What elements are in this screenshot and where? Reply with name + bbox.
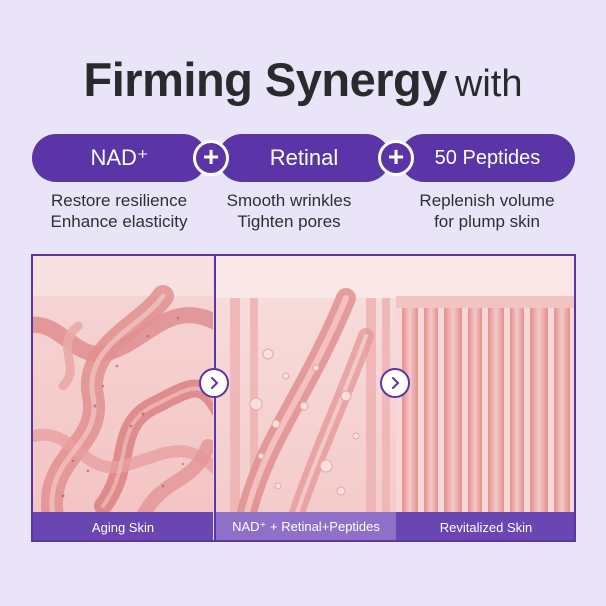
ingredient-pill-nad: NAD⁺: [32, 134, 207, 182]
panel-revitalized-skin: Revitalized Skin: [396, 256, 574, 540]
ingredient-description-nad: Restore resilience Enhance elasticity: [24, 190, 214, 232]
description-line: Replenish volume: [419, 191, 555, 210]
plus-icon: +: [378, 140, 414, 176]
ingredient-description-retinal: Smooth wrinkles Tighten pores: [194, 190, 384, 232]
panel-caption: NAD⁺ + Retinal+Peptides: [216, 512, 396, 540]
title-main: Firming Synergy: [83, 53, 448, 106]
description-line: Enhance elasticity: [50, 212, 188, 231]
comparison-panels: Aging Skin: [31, 254, 576, 542]
description-line: Restore resilience: [50, 191, 188, 210]
panel-treatment: NAD⁺ + Retinal+Peptides: [214, 256, 398, 540]
ingredient-description-peptides: Replenish volume for plump skin: [392, 190, 582, 232]
plus-icon: +: [193, 140, 229, 176]
chevron-right-icon: [199, 368, 229, 398]
ingredient-pill-peptides: 50 Peptides: [400, 134, 575, 182]
treatment-illustration: [216, 256, 396, 540]
description-line: Smooth wrinkles: [226, 191, 352, 210]
revitalized-skin-illustration: [396, 256, 574, 540]
panel-caption: Aging Skin: [33, 512, 213, 540]
aging-skin-illustration: [33, 256, 213, 540]
title-suffix: with: [454, 63, 523, 105]
ingredient-pill-retinal: Retinal: [218, 134, 390, 182]
chevron-right-icon: [380, 368, 410, 398]
description-line: Tighten pores: [237, 212, 341, 231]
panel-aging-skin: Aging Skin: [33, 256, 213, 540]
panel-caption: Revitalized Skin: [396, 512, 574, 540]
description-line: for plump skin: [434, 212, 540, 231]
